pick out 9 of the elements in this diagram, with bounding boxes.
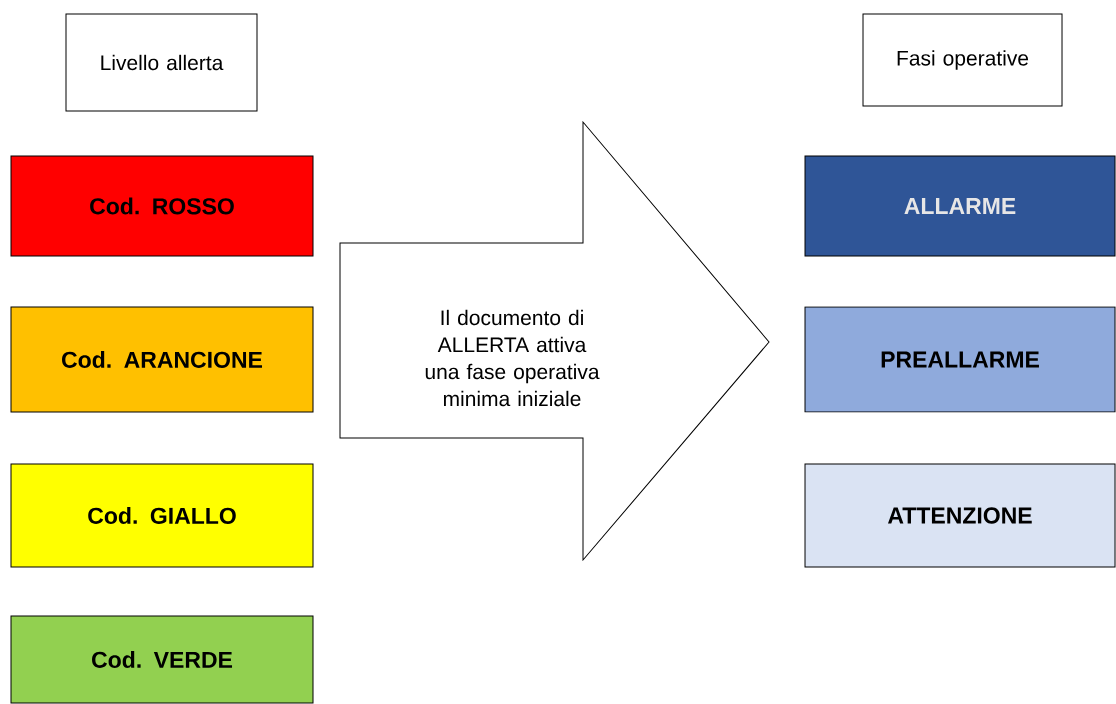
- alert-level-box: Cod. ROSSO: [10, 155, 314, 257]
- phase-box: PREALLARME: [804, 306, 1116, 413]
- alert-level-box: Cod. VERDE: [10, 615, 314, 704]
- header-box: Livello allerta: [65, 13, 258, 112]
- phase-box: ALLARME: [804, 155, 1116, 257]
- alert-level-box: Cod. GIALLO: [10, 463, 314, 568]
- alert-level-box: Cod. ARANCIONE: [10, 306, 314, 413]
- header-box: Fasi operative: [862, 13, 1063, 107]
- phase-box: ATTENZIONE: [804, 463, 1116, 568]
